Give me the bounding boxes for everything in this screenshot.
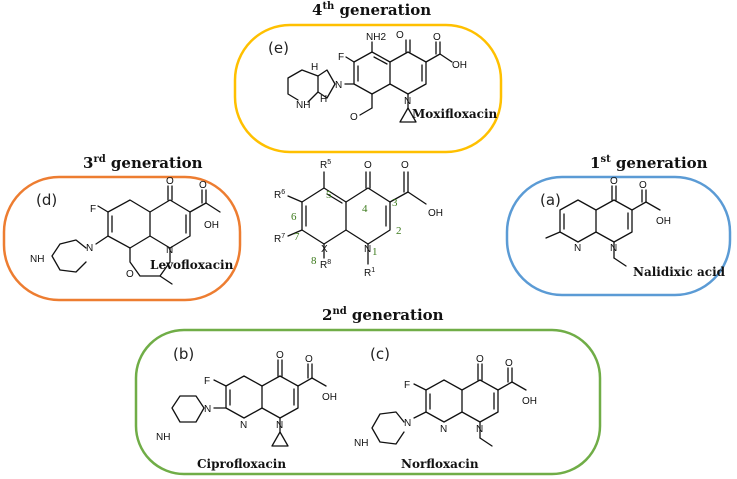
fourth-generation-title: 4th generation xyxy=(312,1,431,19)
svg-text:R1: R1 xyxy=(364,267,375,279)
svg-text:R6: R6 xyxy=(274,189,285,201)
svg-text:NH: NH xyxy=(354,438,368,449)
svg-text:N: N xyxy=(204,404,211,415)
svg-text:OH: OH xyxy=(428,208,443,219)
svg-text:F: F xyxy=(404,380,410,391)
norfloxacin-label: Norfloxacin xyxy=(401,457,479,471)
svg-text:NH2: NH2 xyxy=(366,32,386,43)
first-generation-box xyxy=(505,175,732,297)
svg-text:O: O xyxy=(276,350,284,361)
svg-text:N: N xyxy=(335,80,342,91)
svg-text:R5: R5 xyxy=(320,159,331,171)
panel-letter-c: (c) xyxy=(370,345,390,363)
svg-text:8: 8 xyxy=(311,255,317,267)
levofloxacin-structure: O O OH F N NH N O xyxy=(30,176,221,285)
nalidixic-acid-label: Nalidixic acid xyxy=(633,265,726,279)
svg-text:N: N xyxy=(440,424,447,435)
svg-text:O: O xyxy=(610,176,618,187)
svg-text:OH: OH xyxy=(322,392,337,403)
svg-text:N: N xyxy=(364,244,371,255)
svg-text:O: O xyxy=(364,160,372,171)
svg-text:NH: NH xyxy=(296,100,310,111)
svg-text:O: O xyxy=(639,180,647,191)
svg-text:O: O xyxy=(350,112,358,123)
nalidixic-acid-structure: O O OH N N xyxy=(545,176,671,267)
second-generation-box xyxy=(134,328,602,476)
norfloxacin-structure: O O OH F N NH N N xyxy=(354,354,537,449)
svg-text:5: 5 xyxy=(326,189,332,201)
ciprofloxacin-label: Ciprofloxacin xyxy=(197,457,286,471)
svg-text:N: N xyxy=(404,418,411,429)
svg-text:NH: NH xyxy=(30,254,44,265)
svg-text:O: O xyxy=(476,354,484,365)
panel-letter-e: (e) xyxy=(268,39,289,57)
second-generation-title: 2nd generation xyxy=(322,306,444,324)
svg-text:O: O xyxy=(199,180,207,191)
svg-text:3: 3 xyxy=(392,197,398,209)
svg-text:O: O xyxy=(166,176,174,187)
svg-text:N: N xyxy=(574,243,581,254)
core-quinolone-structure: O O OH R5 R6 R7 R8 R1 X N 5 6 7 8 1 2 3 … xyxy=(274,159,443,279)
fourth-generation-box xyxy=(233,23,503,154)
svg-text:F: F xyxy=(338,52,344,63)
panel-letter-a: (a) xyxy=(540,191,561,209)
svg-text:OH: OH xyxy=(452,60,467,71)
svg-text:X: X xyxy=(321,244,328,255)
svg-text:N: N xyxy=(240,420,247,431)
svg-text:H: H xyxy=(311,62,318,73)
levofloxacin-label: Levofloxacin xyxy=(150,258,234,272)
svg-text:O: O xyxy=(401,160,409,171)
svg-text:N: N xyxy=(404,96,411,107)
panel-letter-b: (b) xyxy=(173,345,194,363)
svg-text:7: 7 xyxy=(294,231,300,243)
svg-text:R8: R8 xyxy=(320,259,331,271)
svg-text:O: O xyxy=(433,32,441,43)
moxifloxacin-label: Moxifloxacin xyxy=(412,107,498,121)
svg-text:OH: OH xyxy=(656,216,671,227)
svg-text:4: 4 xyxy=(362,203,368,215)
svg-text:R7: R7 xyxy=(274,233,285,245)
ciprofloxacin-structure: O O OH F N NH N N xyxy=(156,350,337,447)
svg-text:N: N xyxy=(166,245,173,256)
svg-text:F: F xyxy=(204,376,210,387)
svg-text:O: O xyxy=(396,30,404,41)
svg-text:O: O xyxy=(305,354,313,365)
svg-text:N: N xyxy=(86,243,93,254)
svg-text:2: 2 xyxy=(396,225,402,237)
svg-text:O: O xyxy=(505,358,513,369)
svg-text:O: O xyxy=(126,269,134,280)
svg-text:N: N xyxy=(276,420,283,431)
svg-text:OH: OH xyxy=(522,396,537,407)
third-generation-title: 3rd generation xyxy=(83,154,203,172)
first-generation-title: 1st generation xyxy=(590,154,708,172)
panel-letter-d: (d) xyxy=(36,191,57,209)
svg-text:OH: OH xyxy=(204,220,219,231)
svg-text:N: N xyxy=(476,424,483,435)
third-generation-box xyxy=(2,175,242,302)
svg-text:NH: NH xyxy=(156,432,170,443)
svg-text:F: F xyxy=(90,204,96,215)
svg-text:N: N xyxy=(610,243,617,254)
svg-text:6: 6 xyxy=(291,211,297,223)
svg-text:1: 1 xyxy=(372,246,378,258)
moxifloxacin-structure: O O OH NH2 F N N NH H H O xyxy=(287,30,467,123)
svg-text:H: H xyxy=(320,94,327,105)
